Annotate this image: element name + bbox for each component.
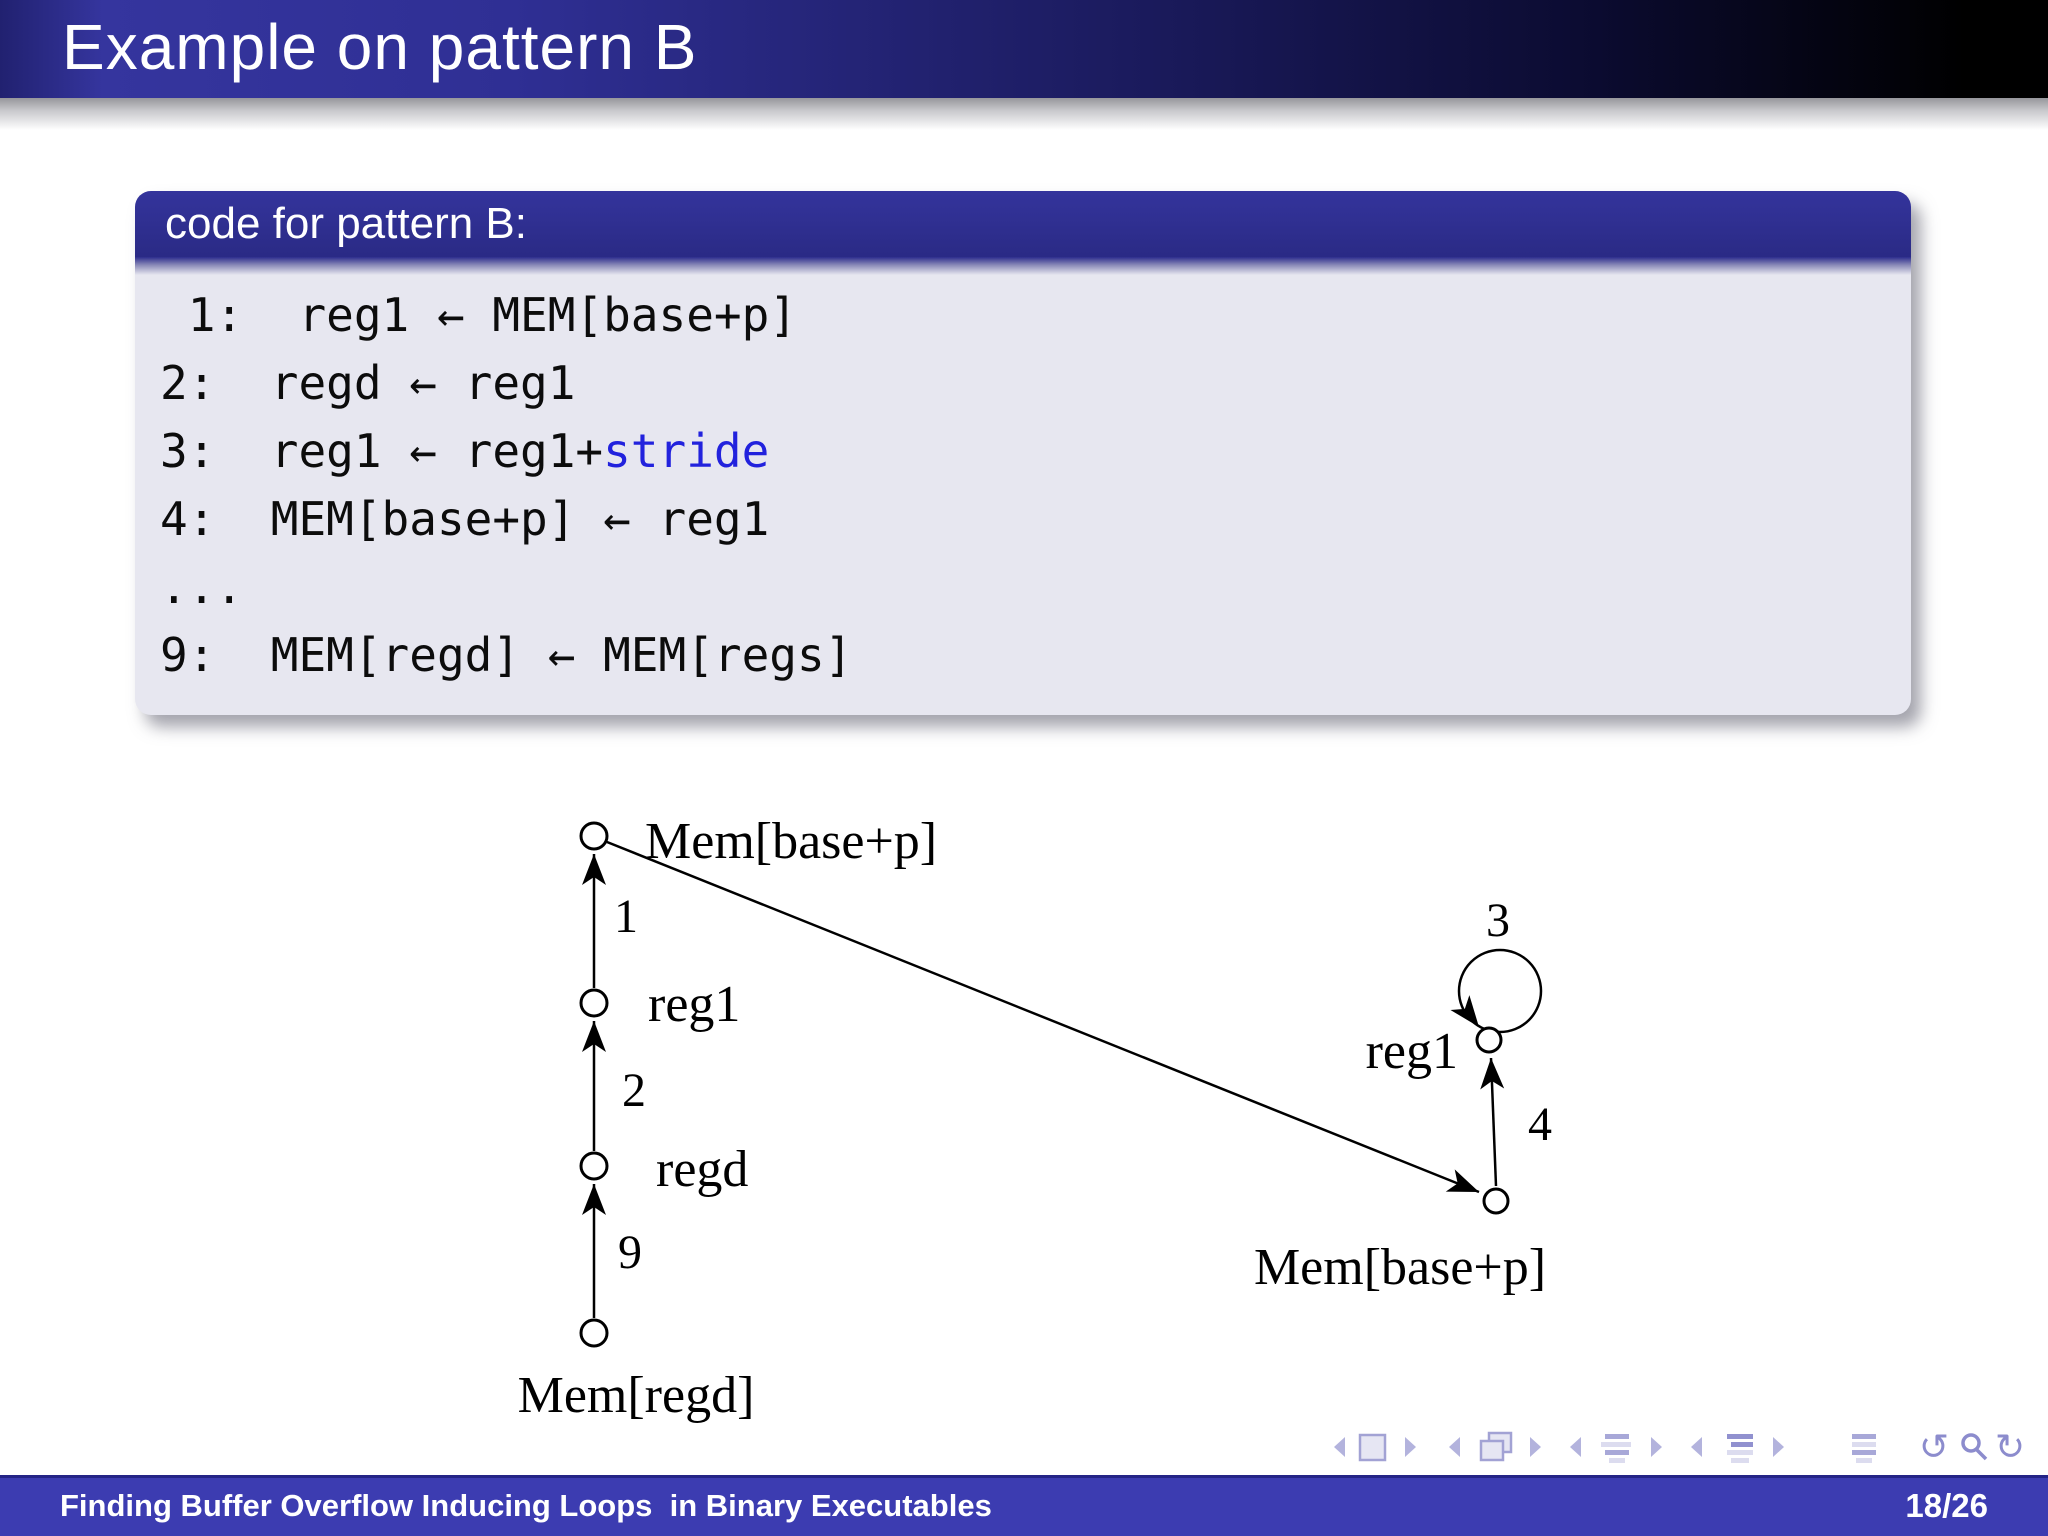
footer-title: Finding Buffer Overflow Inducing Loops i… xyxy=(60,1488,992,1523)
code-block-body: 1: reg1 ← MEM[base+p] 2: regd ← reg1 3: … xyxy=(135,275,1911,715)
prev-section-arrow-icon[interactable] xyxy=(1691,1437,1702,1457)
next-slide-arrow-icon[interactable] xyxy=(1405,1437,1416,1457)
node-reg1-right xyxy=(1475,1026,1503,1054)
node-label-mem-base-p-dest: Mem[base+p] xyxy=(1254,1239,1546,1296)
navigation-bar: ↺ ↻ xyxy=(1334,1428,2025,1468)
search-magnifier-icon[interactable] xyxy=(1961,1433,1988,1461)
code-line: 1: reg1 ← MEM[base+p] xyxy=(160,281,1891,349)
node-mem-base-p-source xyxy=(579,821,609,851)
title-bar-shadow xyxy=(0,98,2048,130)
page-indicator: 18/26 xyxy=(1905,1487,1988,1524)
code-block-header: code for pattern B: xyxy=(135,191,1911,257)
code-line-text: 9: MEM[regd] ← MEM[regs] xyxy=(160,628,853,682)
edge-3-arrowhead xyxy=(1450,995,1479,1027)
edge-label-4: 4 xyxy=(1528,1098,1552,1151)
edge-4 xyxy=(1480,1057,1505,1187)
code-accent-stride: stride xyxy=(603,424,770,478)
page-title: Example on pattern B xyxy=(62,11,698,83)
node-label-reg1-right: reg1 xyxy=(1366,1023,1458,1080)
node-regd xyxy=(579,1151,609,1181)
prev-subsection-arrow-icon[interactable] xyxy=(1570,1437,1581,1457)
code-line-text: 2: regd ← reg1 xyxy=(160,356,576,410)
prev-slide-arrow-icon[interactable] xyxy=(1334,1437,1345,1457)
code-line-text: ... xyxy=(160,560,244,614)
code-line-text: 4: MEM[base+p] ← reg1 xyxy=(160,492,770,546)
code-line: ... xyxy=(160,553,1891,621)
title-bar: Example on pattern B xyxy=(0,0,2048,98)
slide-frame-icon[interactable] xyxy=(1358,1433,1387,1462)
undo-arrow-icon[interactable]: ↺ xyxy=(1919,1428,1949,1468)
edge-label-9: 9 xyxy=(618,1226,642,1279)
edge-3-self-loop xyxy=(1457,948,1543,1034)
next-frame-arrow-icon[interactable] xyxy=(1530,1437,1541,1457)
node-label-mem-base-p-source: Mem[base+p] xyxy=(645,813,937,870)
node-reg1-left xyxy=(579,988,609,1018)
footer-bar: Finding Buffer Overflow Inducing Loops i… xyxy=(0,1475,2048,1536)
node-mem-base-p-dest xyxy=(1482,1187,1510,1215)
subsection-list-icon[interactable] xyxy=(1601,1434,1631,1463)
code-block-header-fade xyxy=(135,257,1911,275)
code-line-text: 3: reg1 ← reg1+ xyxy=(160,424,604,478)
code-block-header-label: code for pattern B: xyxy=(165,199,527,248)
overlay-frames-icon[interactable] xyxy=(1479,1431,1513,1462)
code-line: 2: regd ← reg1 xyxy=(160,349,1891,417)
section-list-icon[interactable] xyxy=(1727,1434,1753,1463)
code-line: 9: MEM[regd] ← MEM[regs] xyxy=(160,621,1891,689)
node-mem-regd xyxy=(579,1318,609,1348)
code-line: 4: MEM[base+p] ← reg1 xyxy=(160,485,1891,553)
edge-mem-to-mem xyxy=(606,840,1480,1194)
code-block: code for pattern B: 1: reg1 ← MEM[base+p… xyxy=(135,191,1911,715)
next-section-arrow-icon[interactable] xyxy=(1773,1437,1784,1457)
redo-arrow-icon[interactable]: ↻ xyxy=(1995,1428,2025,1468)
node-label-reg1-left: reg1 xyxy=(648,976,740,1033)
edge-label-3: 3 xyxy=(1486,894,1510,947)
next-subsection-arrow-icon[interactable] xyxy=(1651,1437,1662,1457)
node-label-regd: regd xyxy=(656,1141,748,1198)
edge-label-2: 2 xyxy=(622,1064,646,1117)
code-line: 3: reg1 ← reg1+stride xyxy=(160,417,1891,485)
prev-frame-arrow-icon[interactable] xyxy=(1449,1437,1460,1457)
node-label-mem-regd: Mem[regd] xyxy=(518,1367,755,1424)
appendix-list-icon[interactable] xyxy=(1852,1434,1876,1463)
code-line-text: 1: reg1 ← MEM[base+p] xyxy=(160,288,797,342)
edge-label-1: 1 xyxy=(614,890,638,943)
